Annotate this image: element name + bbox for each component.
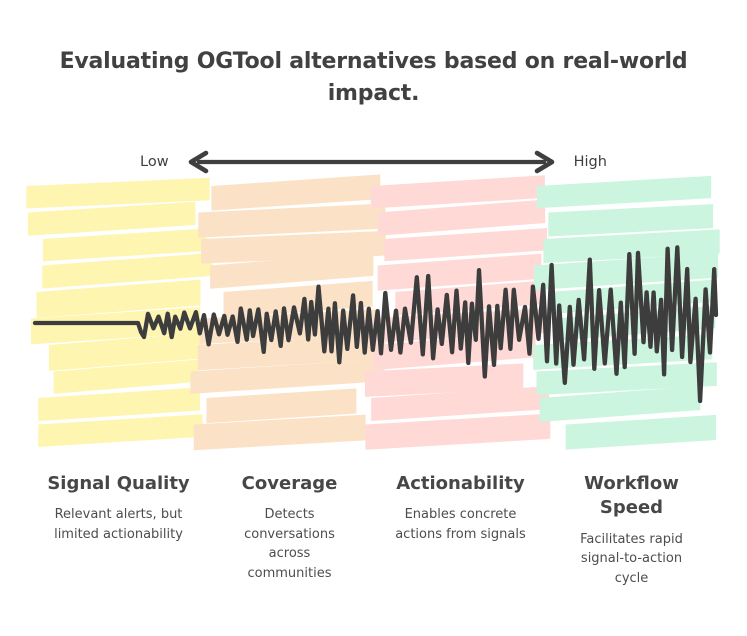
highlight-band-stroke xyxy=(198,203,386,238)
page-title: Evaluating OGTool alternatives based on … xyxy=(0,46,747,110)
right-arrowhead-icon xyxy=(534,150,554,174)
page-title-text: Evaluating OGTool alternatives based on … xyxy=(59,49,688,106)
highlight-band-stroke xyxy=(539,385,701,423)
highlight-band-stroke xyxy=(38,414,203,448)
highlight-band-stroke xyxy=(370,175,545,209)
highlight-band-stroke xyxy=(536,175,712,209)
category-heading: Coverage xyxy=(241,473,338,494)
axis-high-label: High xyxy=(573,154,607,170)
category-column-workflow-speed: Workflow Speed Facilitates rapid signal-… xyxy=(546,472,717,588)
highlight-band-stroke xyxy=(190,358,385,394)
highlight-band-stroke xyxy=(211,174,381,211)
category-heading: Workflow Speed xyxy=(584,473,679,519)
highlight-band-stroke xyxy=(48,332,205,371)
highlight-band-stroke xyxy=(42,252,213,289)
category-column-signal-quality: Signal Quality Relevant alerts, but limi… xyxy=(33,472,204,588)
category-heading: Signal Quality xyxy=(47,473,190,494)
highlight-band-stroke xyxy=(536,362,717,396)
highlight-band-stroke xyxy=(533,252,719,291)
highlight-band-stroke xyxy=(42,228,207,262)
highlight-band-stroke xyxy=(38,387,200,422)
highlight-band-stroke xyxy=(377,199,546,236)
left-arrowhead-icon xyxy=(188,150,208,174)
category-heading: Actionability xyxy=(396,473,525,494)
highlight-band-stroke xyxy=(206,388,357,424)
highlight-band-stroke xyxy=(53,359,199,394)
category-description: Detects conversations across communities xyxy=(244,507,335,581)
category-description: Facilitates rapid signal-to-action cycle xyxy=(580,531,683,586)
highlight-band-stroke xyxy=(548,204,714,237)
category-labels: Signal Quality Relevant alerts, but limi… xyxy=(33,472,717,588)
category-column-coverage: Coverage Detects conversations across co… xyxy=(204,472,375,588)
category-column-actionability: Actionability Enables concrete actions f… xyxy=(375,472,546,588)
highlight-band-stroke xyxy=(565,414,717,450)
axis-low-label: Low xyxy=(140,154,169,170)
highlight-band-stroke xyxy=(371,386,550,421)
impact-axis: Low High xyxy=(0,150,747,174)
highlight-band-stroke xyxy=(365,413,551,450)
highlight-band-stroke xyxy=(384,228,548,262)
highlight-band-stroke xyxy=(210,252,374,289)
highlight-band-stroke xyxy=(36,279,201,318)
highlight-band-stroke xyxy=(26,177,210,209)
signal-waveform xyxy=(32,245,719,404)
category-description: Relevant alerts, but limited actionabili… xyxy=(54,507,183,542)
highlight-band-stroke xyxy=(193,414,366,451)
range-arrow xyxy=(188,150,554,174)
highlight-band-stroke xyxy=(27,201,196,236)
category-description: Enables concrete actions from signals xyxy=(395,507,526,542)
